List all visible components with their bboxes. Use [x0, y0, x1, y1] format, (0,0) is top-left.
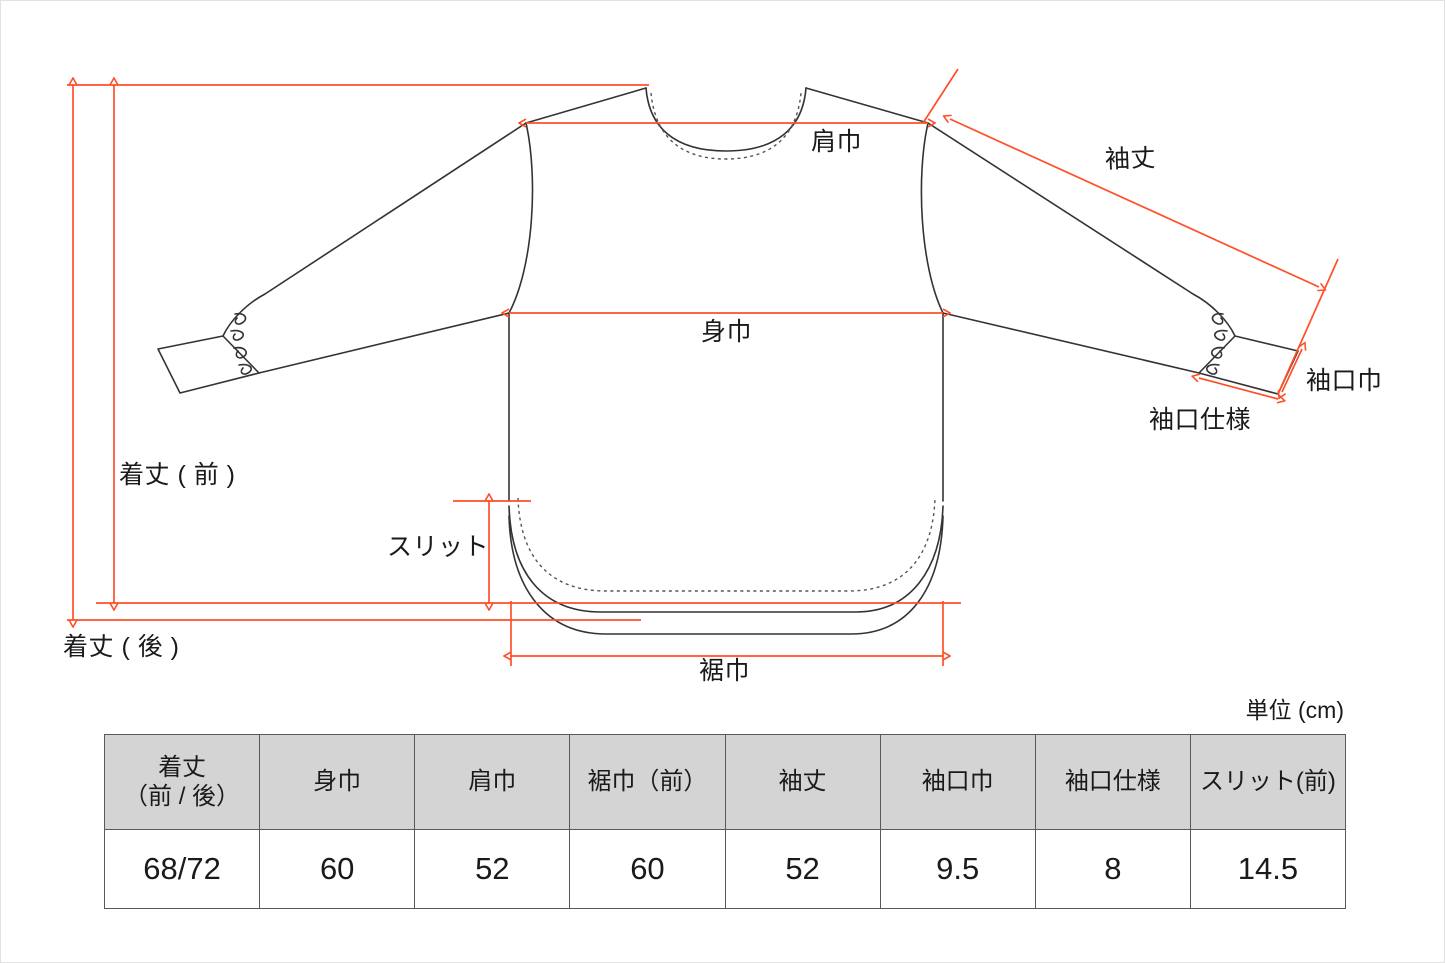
table-header-line2: （前 / 後）	[124, 783, 241, 810]
label-length-front: 着丈 ( 前 )	[119, 461, 236, 489]
table-header-line1: 着丈	[158, 753, 207, 781]
table-value-cell: 52	[414, 829, 571, 909]
table-value-cell: 8	[1034, 829, 1191, 909]
table-header-cell: 袖丈	[724, 734, 881, 830]
extension-line-sleeve-shoulder	[922, 68, 959, 124]
table-header-line1: 肩巾	[468, 768, 517, 796]
garment-outline	[157, 87, 1299, 635]
table-header-cell: 袖口仕様	[1034, 734, 1191, 830]
table-header-cell: 袖口巾	[879, 734, 1036, 830]
label-length-back: 着丈 ( 後 )	[63, 633, 180, 661]
label-sleeve-length: 袖丈	[1104, 144, 1157, 174]
table-header-line1: スリット(前)	[1199, 768, 1336, 796]
table-value-cell: 9.5	[879, 829, 1036, 909]
label-shoulder-width: 肩巾	[811, 128, 863, 156]
dim-cuff-spec-line	[1199, 378, 1278, 399]
label-slit: スリット	[387, 533, 490, 561]
table-header-line1: 身巾	[313, 768, 362, 796]
table-header-line1: 裾巾（前）	[587, 768, 708, 796]
table-value-cell: 52	[724, 829, 881, 909]
table-value-cell: 14.5	[1189, 829, 1347, 909]
dim-sleeve-length-line	[950, 119, 1319, 287]
table-row: 68/72 60 52 60 52 9.5 8 14.5	[103, 829, 1347, 909]
label-cuff-width: 袖口巾	[1306, 367, 1383, 395]
table-header-cell: スリット(前)	[1189, 734, 1347, 830]
dim-cuff-width-line	[1282, 349, 1302, 392]
table-value-cell: 60	[259, 829, 416, 909]
table-header-line1: 袖口仕様	[1064, 768, 1161, 796]
table-header-cell: 肩巾	[414, 734, 571, 830]
dimension-lines	[67, 68, 1339, 666]
table-value-cell: 68/72	[103, 829, 261, 909]
label-body-width: 身巾	[701, 318, 753, 346]
unit-note: 単位 (cm)	[1245, 697, 1344, 723]
table-value-cell: 60	[569, 829, 726, 909]
table-header-cell: 身巾	[259, 734, 416, 830]
table-header-cell: 着丈 （前 / 後）	[103, 734, 261, 830]
table-header-cell: 裾巾（前）	[569, 734, 726, 830]
label-cuff-spec: 袖口仕様	[1149, 406, 1252, 434]
table-header-row: 着丈 （前 / 後） 身巾 肩巾 裾巾（前） 袖丈 袖口巾	[103, 734, 1347, 830]
label-hem-width: 裾巾	[699, 657, 751, 685]
size-table: 着丈 （前 / 後） 身巾 肩巾 裾巾（前） 袖丈 袖口巾	[103, 734, 1347, 909]
table-header-line1: 袖丈	[778, 768, 827, 796]
table-header-line1: 袖口巾	[921, 768, 994, 796]
